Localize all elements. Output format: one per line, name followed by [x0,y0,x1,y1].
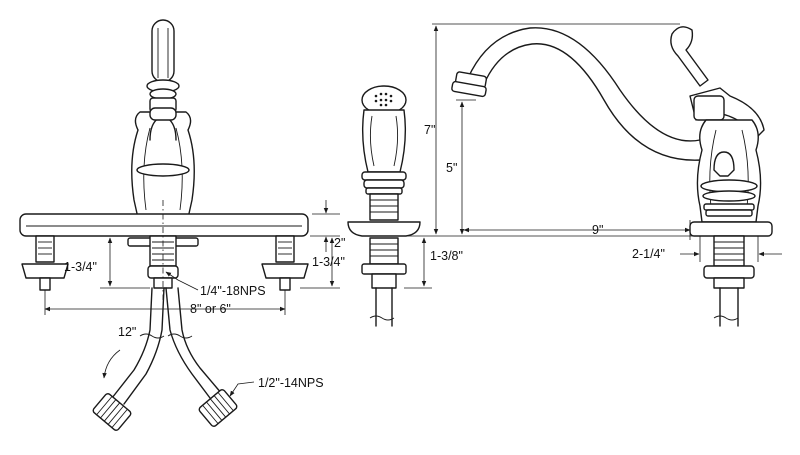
side-faucet-body [696,119,762,223]
right-mount-nut [261,235,309,291]
left-mount-nut [21,235,69,291]
base-diameter-label: 2-1/4" [632,247,665,261]
side-sprayer [347,85,432,327]
spout-clearance-label: 5" [446,161,457,175]
front-view [19,19,340,431]
center-spacing-label: 8" or 6" [190,302,231,316]
right-height-label: 1-3/4" [312,255,345,269]
spout [451,27,703,161]
spout-reach-label: 9" [592,223,603,237]
hose-coupling-right [198,389,238,427]
sprayer-nozzle-holes-icon [374,92,393,107]
hose-length-label: 12" [118,325,136,339]
deck-thickness-label: 2" [334,236,345,250]
lever-handle [146,19,180,113]
thread-size-label: 1/4"-18NPS [200,284,266,298]
total-height-label: 7" [424,123,435,137]
faucet-body [131,107,195,219]
sprayer-shank-label: 1-3/8" [430,249,463,263]
deck-plate [19,213,309,237]
hose-coupling-left [92,393,132,431]
left-height-label: 1-3/4" [64,260,97,274]
supply-hoses [111,287,223,405]
hose-thread-label: 1/2"-14NPS [258,376,324,390]
side-profile-view [432,23,782,327]
